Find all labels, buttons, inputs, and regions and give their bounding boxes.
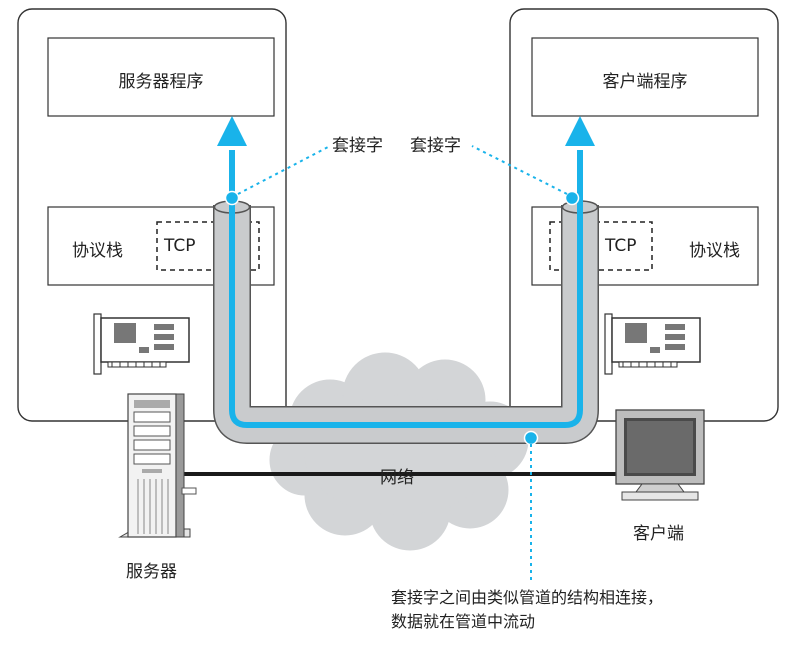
server-tcp-label: TCP	[164, 236, 196, 256]
client-program-box	[531, 37, 759, 117]
client-program-label: 客户端程序	[602, 72, 688, 92]
server-program-label: 服务器程序	[118, 72, 204, 92]
client-stack-label: 协议栈	[689, 241, 740, 261]
network-cloud	[269, 352, 529, 551]
server-tcp-box	[156, 221, 260, 271]
server-device-label: 服务器	[126, 562, 177, 582]
data-flow-line	[229, 150, 583, 428]
network-card-icon	[93, 313, 190, 375]
server-tower-icon	[118, 393, 197, 538]
server-socket-dot	[224, 190, 240, 206]
client-device-label: 客户端	[633, 524, 684, 544]
server-program-box	[47, 37, 275, 117]
pipe-note-line-2: 数据就在管道中流动	[391, 612, 536, 631]
monitor-icon	[615, 409, 705, 501]
server-arrow-head	[217, 116, 247, 146]
socket-leader-left	[237, 145, 331, 195]
socket-label-right: 套接字	[410, 136, 461, 156]
server-stack-label: 协议栈	[72, 241, 123, 261]
client-tcp-box	[549, 221, 653, 271]
network-card-icon	[604, 313, 701, 375]
client-socket-dot	[564, 190, 580, 206]
network-label: 网络	[380, 468, 414, 488]
pipe-note-line-1: 套接字之间由类似管道的结构相连接，	[391, 588, 664, 607]
socket-label-left: 套接字	[332, 136, 383, 156]
pipe-note-dot	[523, 430, 539, 446]
client-tcp-label: TCP	[605, 236, 637, 256]
client-arrow-head	[565, 116, 595, 146]
